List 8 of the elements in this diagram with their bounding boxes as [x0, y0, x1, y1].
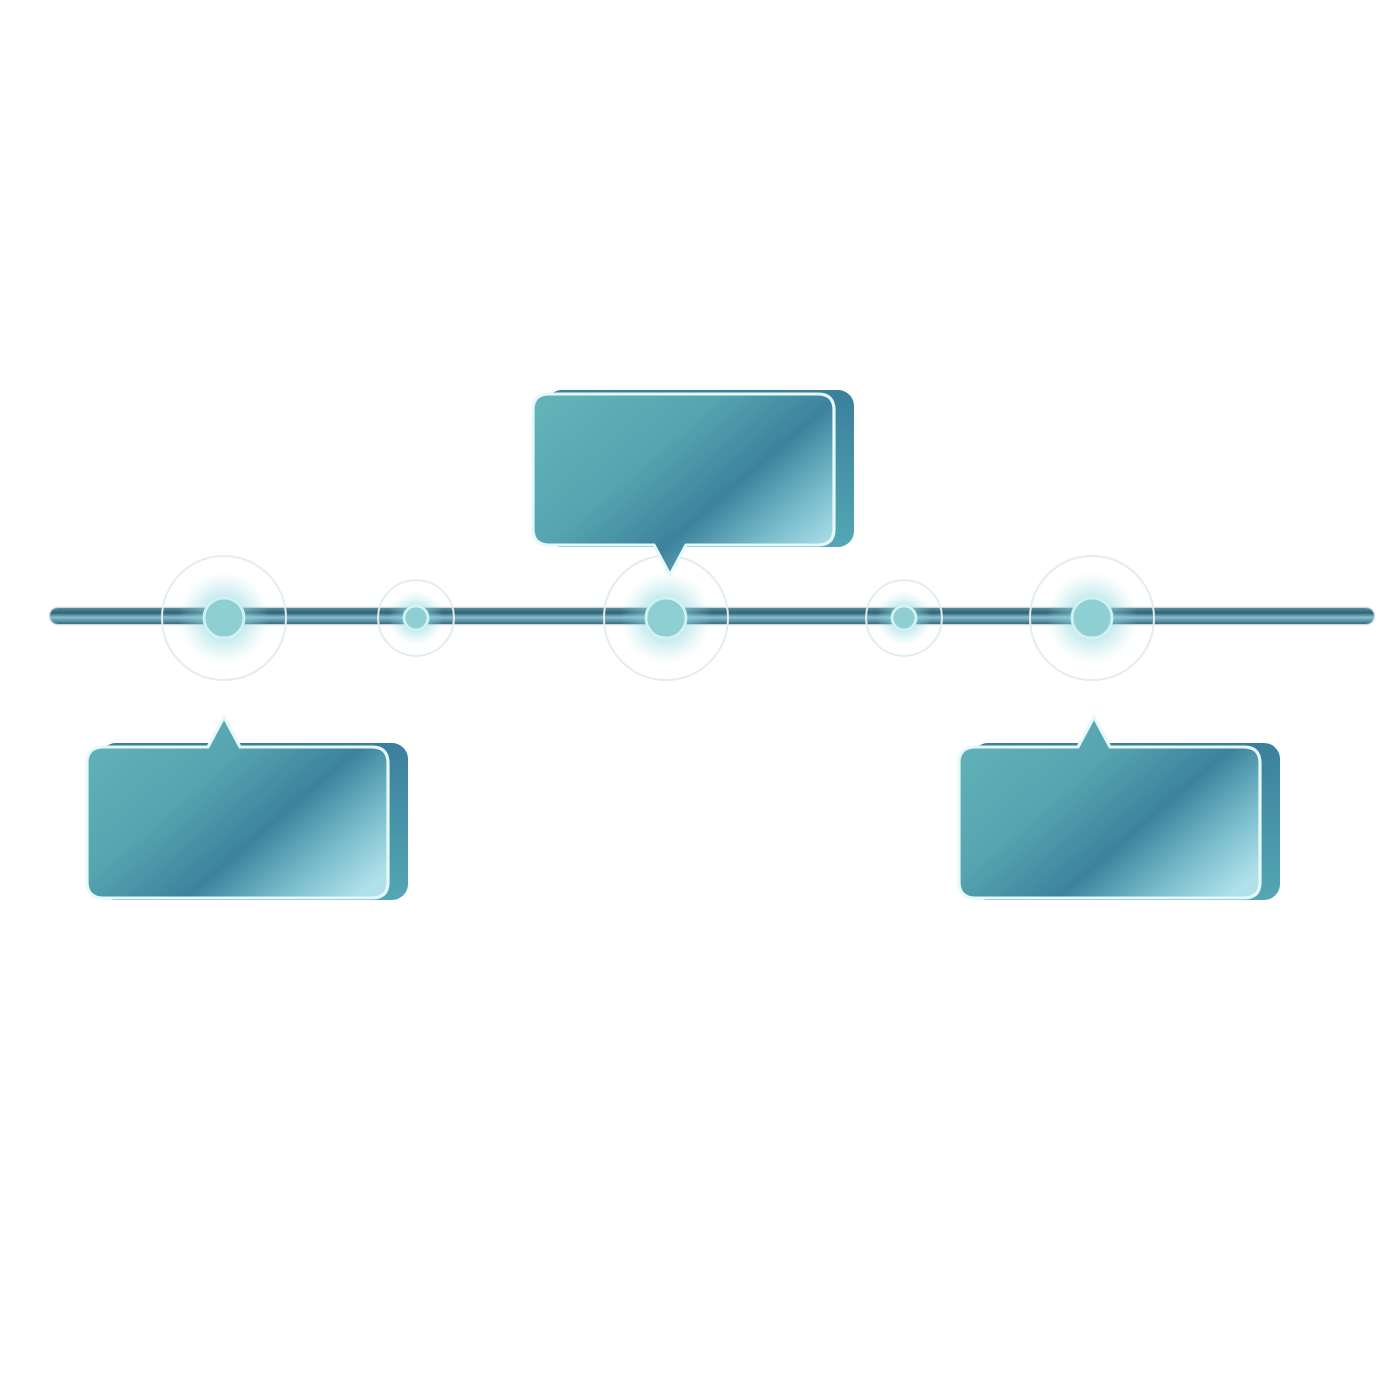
timeline-dot	[602, 554, 730, 682]
timeline-dot	[160, 554, 288, 682]
timeline-dot	[1028, 554, 1156, 682]
callout-box	[530, 390, 854, 578]
timeline-dot	[376, 578, 456, 658]
callout-box	[956, 714, 1280, 902]
callout-box	[84, 714, 408, 902]
timeline-dot	[864, 578, 944, 658]
